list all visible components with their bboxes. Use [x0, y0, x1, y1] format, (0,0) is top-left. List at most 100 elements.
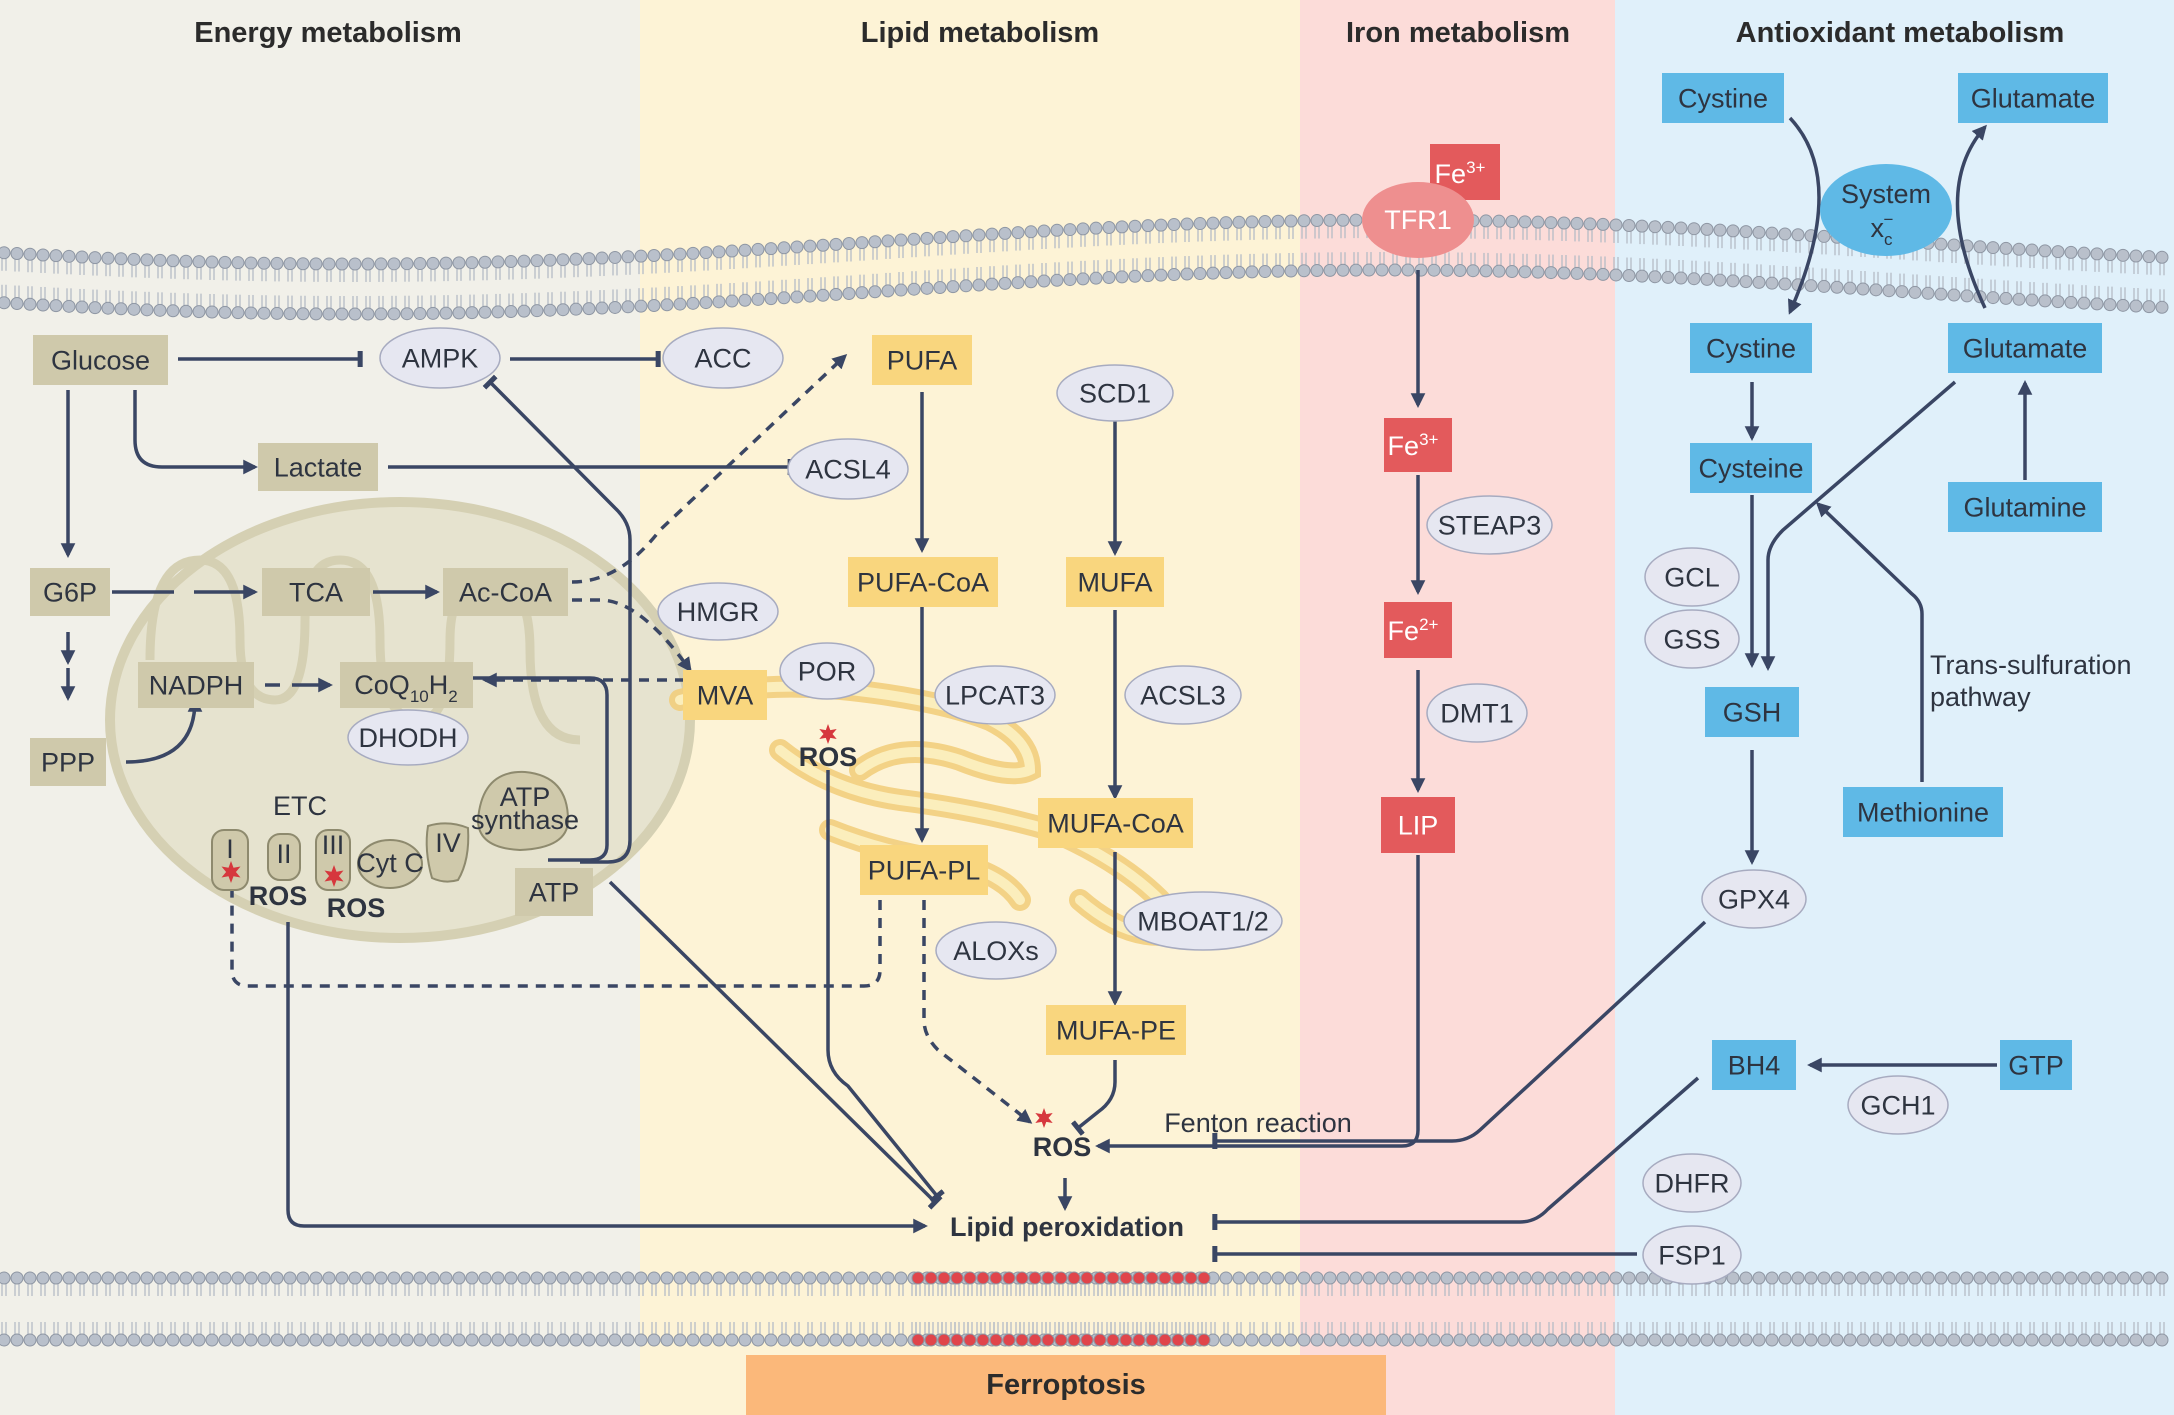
- bottom-membrane-lipid-head: [673, 1271, 687, 1285]
- bottom-membrane-lipid-head: [1323, 1271, 1337, 1285]
- bottom-membrane-lipid-head: [23, 1271, 37, 1285]
- mufa-pe-node-shape: [1046, 1005, 1186, 1055]
- bottom-membrane-lipid-head: [1921, 1271, 1935, 1285]
- top-membrane-lipid-head: [816, 288, 830, 302]
- ros-label-complex-i: ROS: [249, 881, 308, 911]
- top-membrane-lipid-head: [1856, 282, 1870, 296]
- bottom-membrane-lipid-head: [1427, 1333, 1441, 1347]
- bottom-membrane-lipid-head: [1336, 1333, 1350, 1347]
- top-membrane-lipid-head: [647, 298, 661, 312]
- system-xc-label: System: [1841, 179, 1931, 209]
- bottom-membrane-lipid-head: [608, 1333, 622, 1347]
- top-membrane-lipid-head: [231, 306, 245, 320]
- bottom-membrane-lipid-head: [296, 1333, 310, 1347]
- damaged-membrane-lipid-head: [1015, 1271, 1029, 1285]
- bottom-membrane-lipid-head: [1349, 1271, 1363, 1285]
- atp-node-label: ATP: [529, 877, 580, 907]
- top-membrane-lipid-head: [803, 239, 817, 253]
- fsp1-node-label: FSP1: [1658, 1240, 1726, 1270]
- top-membrane-lipid-head: [608, 250, 622, 264]
- top-membrane-lipid-head: [0, 296, 11, 310]
- cysteine-node: Cysteine: [1690, 443, 1812, 493]
- top-membrane-lipid-head: [205, 255, 219, 269]
- top-membrane-lipid-head: [1479, 214, 1493, 228]
- top-membrane-lipid-head: [1999, 291, 2013, 305]
- bottom-membrane-lipid-head: [530, 1333, 544, 1347]
- top-membrane-lipid-head: [1752, 275, 1766, 289]
- bottom-membrane-lipid-head: [660, 1333, 674, 1347]
- top-membrane-lipid-head: [673, 297, 687, 311]
- ros-label-er: ROS: [799, 742, 858, 772]
- damaged-membrane-lipid-head: [1054, 1333, 1068, 1347]
- top-membrane-lipid-head: [36, 298, 50, 312]
- top-membrane-lipid-head: [114, 252, 128, 266]
- glutamate-intracellular-node-shape: [1948, 323, 2102, 373]
- dhodh-node-shape: [347, 709, 469, 766]
- bottom-membrane-lipid-head: [478, 1271, 492, 1285]
- cystine-intracellular-node-label: Cystine: [1706, 333, 1796, 363]
- mufa-node-shape: [1066, 557, 1164, 607]
- bottom-membrane-lipid-head: [270, 1333, 284, 1347]
- bottom-membrane-lipid-head: [231, 1271, 245, 1285]
- top-membrane-lipid-head: [1297, 214, 1311, 228]
- bottom-membrane-lipid-head: [2064, 1271, 2078, 1285]
- top-membrane-lipid-head: [478, 305, 492, 319]
- bottom-membrane-lipid-head: [868, 1333, 882, 1347]
- nadph-node: NADPH: [138, 662, 254, 708]
- bottom-membrane-lipid-head: [1310, 1333, 1324, 1347]
- top-membrane-lipid-head: [101, 251, 115, 265]
- top-membrane-lipid-head: [842, 237, 856, 251]
- bottom-membrane-lipid-head: [2077, 1271, 2091, 1285]
- cysteine-node-shape: [1690, 443, 1812, 493]
- top-membrane-lipid-head: [101, 301, 115, 315]
- bottom-membrane-lipid-head: [166, 1333, 180, 1347]
- glutamate-intracellular-node: Glutamate: [1948, 323, 2102, 373]
- top-membrane-lipid-head: [699, 296, 713, 310]
- top-membrane-lipid-head: [855, 286, 869, 300]
- bottom-membrane-lipid-head: [309, 1271, 323, 1285]
- top-membrane-lipid-head: [1388, 263, 1402, 277]
- bottom-membrane-lipid-head: [1804, 1333, 1818, 1347]
- bottom-membrane-lipid-head: [634, 1333, 648, 1347]
- top-membrane-lipid-head: [1089, 271, 1103, 285]
- bottom-membrane-lipid-head: [140, 1271, 154, 1285]
- top-membrane-lipid-head: [1115, 270, 1129, 284]
- top-membrane-lipid-head: [400, 257, 414, 271]
- top-membrane-lipid-head: [1700, 272, 1714, 286]
- damaged-membrane-lipid-head: [911, 1333, 925, 1347]
- bottom-membrane-lipid-head: [1752, 1271, 1766, 1285]
- top-membrane-lipid-head: [1869, 283, 1883, 297]
- top-membrane-lipid-head: [998, 226, 1012, 240]
- gcl-node: GCL: [1644, 547, 1740, 607]
- top-membrane-lipid-head: [582, 302, 596, 316]
- damaged-membrane-lipid-head: [976, 1333, 990, 1347]
- atp-node-shape: [515, 868, 593, 916]
- bottom-membrane-lipid-head: [1570, 1271, 1584, 1285]
- bottom-membrane-lipid-head: [127, 1271, 141, 1285]
- damaged-membrane-lipid-head: [1171, 1271, 1185, 1285]
- bottom-membrane-lipid-head: [1453, 1333, 1467, 1347]
- top-membrane-lipid-head: [2012, 242, 2026, 256]
- bottom-membrane-lipid-head: [725, 1333, 739, 1347]
- bottom-membrane-lipid-head: [556, 1271, 570, 1285]
- pufa-pl-node: PUFA-PL: [860, 845, 988, 895]
- bottom-membrane-lipid-head: [1843, 1271, 1857, 1285]
- bottom-membrane-lipid-head: [49, 1333, 63, 1347]
- mufa-coa-node-shape: [1038, 798, 1193, 848]
- top-membrane-lipid-head: [1271, 214, 1285, 228]
- bottom-membrane-lipid-head: [621, 1333, 635, 1347]
- bottom-membrane-lipid-head: [1765, 1271, 1779, 1285]
- bottom-membrane-lipid-head: [1973, 1271, 1987, 1285]
- top-membrane-lipid-head: [413, 307, 427, 321]
- dmt1-node-label: DMT1: [1440, 698, 1514, 728]
- top-membrane-lipid-head: [1427, 263, 1441, 277]
- top-membrane-lipid-head: [1089, 221, 1103, 235]
- top-membrane-lipid-head: [1466, 264, 1480, 278]
- bottom-membrane-lipid-head: [1336, 1271, 1350, 1285]
- top-membrane-lipid-head: [543, 303, 557, 317]
- bottom-membrane-lipid-head: [881, 1333, 895, 1347]
- cystine-extracellular-node-label: Cystine: [1678, 83, 1768, 113]
- ampk-node-label: AMPK: [402, 343, 479, 373]
- mboat-node-shape: [1123, 891, 1283, 951]
- gss-node: GSS: [1644, 609, 1740, 669]
